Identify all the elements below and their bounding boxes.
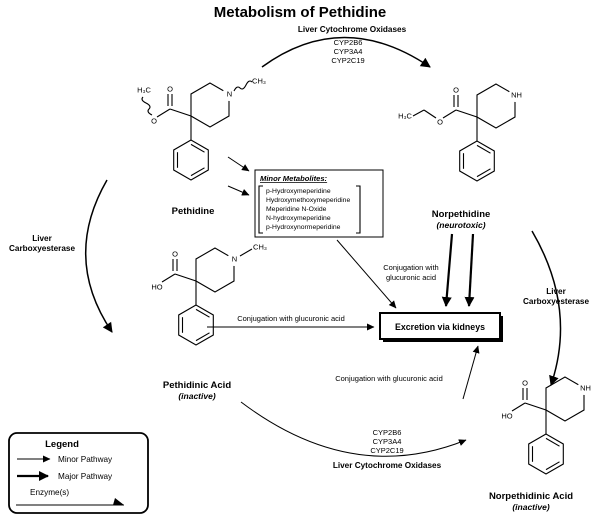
legend-box (8, 432, 149, 514)
minor-metabolites-box (254, 169, 384, 238)
norpethidine-nh-label: NH (511, 91, 522, 100)
legend-major-label: Major Pathway (58, 472, 113, 481)
enzyme-top-title: Liver Cytochrome Oxidases (298, 25, 407, 34)
enzyme-right-line1: Liver (546, 287, 566, 296)
minor-metabolite-item: p-Hydroxymeperidine (266, 188, 331, 195)
arrow-norpethidine-to-excretion-1 (441, 233, 454, 307)
norpethidine-ethyl-bond-1 (423, 109, 437, 119)
conjugation-upper-line2: glucuronic acid (386, 273, 436, 282)
arrow-pethidine-to-norpethidine (261, 36, 431, 68)
enzyme-top-cyp2b6: CYP2B6 (334, 38, 363, 47)
excretion-box (379, 312, 501, 340)
minor-metabolite-item: Hydroxymethoxymeperidine (266, 197, 350, 204)
pethidine-ester-o-label: O (151, 117, 157, 126)
enzyme-bottom-cyp2c19: CYP2C19 (370, 446, 403, 455)
enzyme-bottom-cyp2b6: CYP2B6 (373, 428, 402, 437)
norpethidinic-acid-carbonyl-o-label: O (522, 379, 528, 388)
structure-norpethidine: NH O O H₃C (398, 83, 524, 182)
minor-metabolite-item: p-Hydroxynormeperidine (266, 224, 341, 231)
legend-panel: Legend Minor Pathway Major Pathway Enzym… (8, 432, 149, 514)
minor-metabolite-item: Meperidine N-Oxide (266, 206, 327, 213)
arrow-minor-metabolites-to-excretion (336, 239, 397, 309)
excretion-label: Excretion via kidneys (395, 322, 485, 332)
arrow-pethidinic-to-norpethidinic-acid (240, 401, 467, 457)
enzyme-top-cyp2c19: CYP2C19 (331, 56, 364, 65)
pethidinic-acid-note: (inactive) (178, 391, 215, 401)
bracket-left (258, 185, 263, 234)
pethidine-ester-wavy-bond (141, 96, 153, 116)
enzyme-bottom-cyp3a4: CYP3A4 (373, 437, 402, 446)
enzyme-left-line1: Liver (32, 234, 52, 243)
pethidine-carbonyl-o-label: O (167, 85, 173, 94)
arrow-pethidine-to-minor-metabolites-2 (227, 185, 250, 196)
conjugation-lower-label: Conjugation with glucuronic acid (335, 374, 443, 383)
arrow-norpethidinic-acid-to-excretion (462, 345, 480, 400)
legend-title: Legend (45, 439, 79, 450)
pethidine-ester-methyl-label: H₃C (137, 86, 151, 95)
norpethidine-carbonyl-o-label: O (453, 86, 459, 95)
minor-metabolites-title: Minor Metabolites: (260, 174, 328, 183)
norpethidine-name: Norpethidine (432, 209, 491, 220)
bracket-right (356, 185, 361, 234)
conjugation-upper-line1: Conjugation with (383, 263, 438, 272)
pethidinic-acid-n-methyl-label: CH₃ (253, 243, 267, 252)
legend-minor-label: Minor Pathway (58, 455, 113, 464)
arrow-pethidine-to-pethidinic-acid (85, 179, 113, 333)
enzyme-left-line2: Carboxyesterase (9, 244, 75, 253)
legend-enzyme-label: Enzyme(s) (30, 488, 69, 497)
arrow-pethidine-to-minor-metabolites-1 (227, 156, 250, 172)
norpethidinic-acid-nh-label: NH (580, 384, 591, 393)
minor-metabolite-item: N-hydroxymeperidine (266, 215, 331, 222)
structure-norpethidinic-acid: NH O HO (501, 376, 593, 475)
enzyme-right-line2: Carboxyesterase (523, 297, 589, 306)
arrow-norpethidine-to-norpethidinic-acid (531, 230, 562, 386)
enzyme-top-cyp3a4: CYP3A4 (334, 47, 363, 56)
pethidinic-acid-carbonyl-o-label: O (172, 250, 178, 259)
norpethidine-ethyl-bond-2 (412, 109, 425, 117)
pethidinic-acid-n-label: N (232, 255, 237, 264)
norpethidinic-acid-name: Norpethidinic Acid (489, 491, 573, 502)
excretion-panel: Excretion via kidneys (379, 312, 503, 342)
norpethidine-note: (neurotoxic) (436, 220, 485, 230)
pethidinic-acid-n-methyl-bond (239, 248, 253, 257)
pethidine-n-label: N (227, 90, 232, 99)
structure-pethidine: N O CH₃ O H₃C (137, 77, 266, 181)
norpethidine-ethyl-methyl-label: H₃C (398, 112, 412, 121)
norpethidinic-acid-note: (inactive) (512, 502, 549, 512)
minor-metabolites-panel: Minor Metabolites: p-Hydroxymeperidine H… (254, 169, 384, 238)
page-title: Metabolism of Pethidine (214, 4, 387, 21)
enzyme-bottom-title: Liver Cytochrome Oxidases (333, 461, 442, 470)
pethidine-name: Pethidine (172, 206, 215, 217)
pethidinic-acid-name: Pethidinic Acid (163, 380, 231, 391)
pethidine-n-methyl-wavy-bond (233, 80, 253, 92)
pethidine-n-methyl-label: CH₃ (252, 77, 266, 86)
norpethidine-ester-o-label: O (437, 118, 443, 127)
arrow-norpethidine-to-excretion-2 (464, 233, 475, 307)
norpethidinic-acid-hydroxyl-label: HO (501, 412, 512, 421)
pethidinic-acid-hydroxyl-label: HO (151, 283, 162, 292)
conjugation-left-label: Conjugation with glucuronic acid (237, 314, 345, 323)
structure-pethidinic-acid: N O CH₃ HO (151, 243, 267, 346)
